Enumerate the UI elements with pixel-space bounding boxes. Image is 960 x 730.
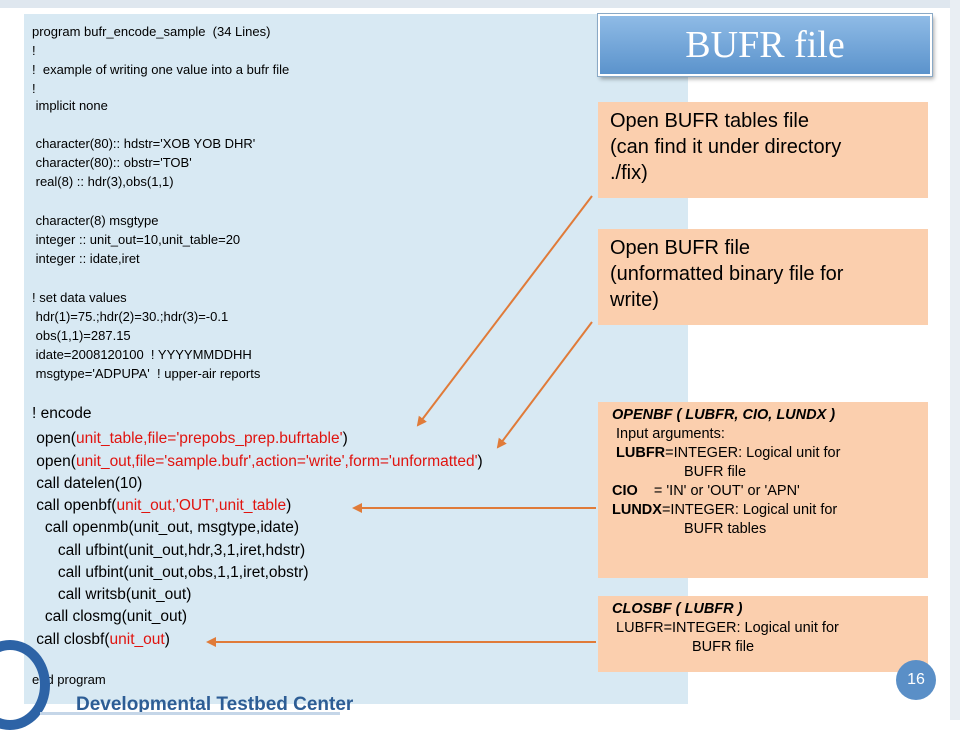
note-open-file: Open BUFR file (unformatted binary file … (598, 229, 928, 325)
code-panel (24, 14, 688, 704)
code-line: msgtype='ADPUPA' ! upper-air reports (32, 366, 261, 381)
openbf-heading: OPENBF ( LUBFR, CIO, LUNDX ) (612, 407, 836, 423)
note-closbf: CLOSBF ( LUBFR ) LUBFR=INTEGER: Logical … (598, 596, 928, 672)
note-line: (unformatted binary file for (610, 263, 844, 285)
note-line: Open BUFR file (610, 237, 751, 259)
code-open-out: open(unit_out,file='sample.bufr',action=… (32, 453, 483, 470)
footer-divider (40, 712, 340, 715)
code-line: ! (32, 43, 36, 58)
code-closmg: call closmg(unit_out) (32, 608, 188, 625)
openbf-cio: CIO = 'IN' or 'OUT' or 'APN' (612, 483, 800, 499)
code-line: idate=2008120100 ! YYYYMMDDHH (32, 347, 252, 362)
slide-title-box: BUFR file (597, 13, 933, 77)
closbf-heading: CLOSBF ( LUBFR ) (612, 601, 743, 617)
code-ufbint-obs: call ufbint(unit_out,obs,1,1,iret,obstr) (32, 564, 309, 581)
openbf-input-label: Input arguments: (612, 426, 725, 442)
code-encode-label: ! encode (32, 405, 92, 422)
right-frame (950, 0, 960, 720)
code-line: integer :: unit_out=10,unit_table=20 (32, 232, 241, 247)
openbf-lundx-cont: BUFR tables (684, 521, 767, 537)
footer-org-name: Developmental Testbed Center (76, 694, 354, 715)
note-openbf: OPENBF ( LUBFR, CIO, LUNDX ) Input argum… (598, 402, 928, 578)
closbf-line: LUBFR=INTEGER: Logical unit for (612, 620, 839, 636)
note-line: write) (610, 289, 659, 311)
code-line: implicit none (32, 98, 108, 113)
code-line: ! (32, 81, 36, 96)
code-open-table: open(unit_table,file='prepobs_prep.bufrt… (32, 430, 348, 447)
code-line: ! example of writing one value into a bu… (32, 62, 290, 77)
code-ufbint-hdr: call ufbint(unit_out,hdr,3,1,iret,hdstr) (32, 542, 306, 559)
code-openmb: call openmb(unit_out, msgtype,idate) (32, 519, 300, 536)
code-openbf: call openbf(unit_out,'OUT',unit_table) (32, 497, 292, 514)
code-datelen: call datelen(10) (32, 475, 143, 492)
code-line: character(80):: hdstr='XOB YOB DHR' (32, 136, 256, 151)
note-line: Open BUFR tables file (610, 110, 809, 132)
code-closbf: call closbf(unit_out) (32, 631, 170, 648)
page-number: 16 (896, 660, 936, 700)
code-line: character(80):: obstr='TOB' (32, 155, 192, 170)
note-open-tables: Open BUFR tables file (can find it under… (598, 102, 928, 198)
code-writsb: call writsb(unit_out) (32, 586, 192, 603)
slide-title: BUFR file (685, 24, 845, 66)
openbf-lundx: LUNDX=INTEGER: Logical unit for (612, 502, 838, 518)
code-line: real(8) :: hdr(3),obs(1,1) (32, 174, 174, 189)
note-line: ./fix) (610, 162, 648, 184)
note-line: (can find it under directory (610, 136, 842, 158)
openbf-lubfr-cont: BUFR file (684, 464, 747, 480)
code-line: obs(1,1)=287.15 (32, 328, 131, 343)
code-line: integer :: idate,iret (32, 251, 140, 266)
code-line: hdr(1)=75.;hdr(2)=30.;hdr(3)=-0.1 (32, 309, 229, 324)
closbf-line-cont: BUFR file (692, 639, 755, 655)
arrow-tables (416, 195, 593, 427)
code-line: ! set data values (32, 290, 127, 305)
code-line: program bufr_encode_sample (34 Lines) (32, 24, 271, 39)
arrow-file (496, 321, 593, 449)
openbf-lubfr: LUBFR=INTEGER: Logical unit for (612, 445, 841, 461)
top-frame (0, 0, 960, 8)
code-line: character(8) msgtype (32, 213, 159, 228)
